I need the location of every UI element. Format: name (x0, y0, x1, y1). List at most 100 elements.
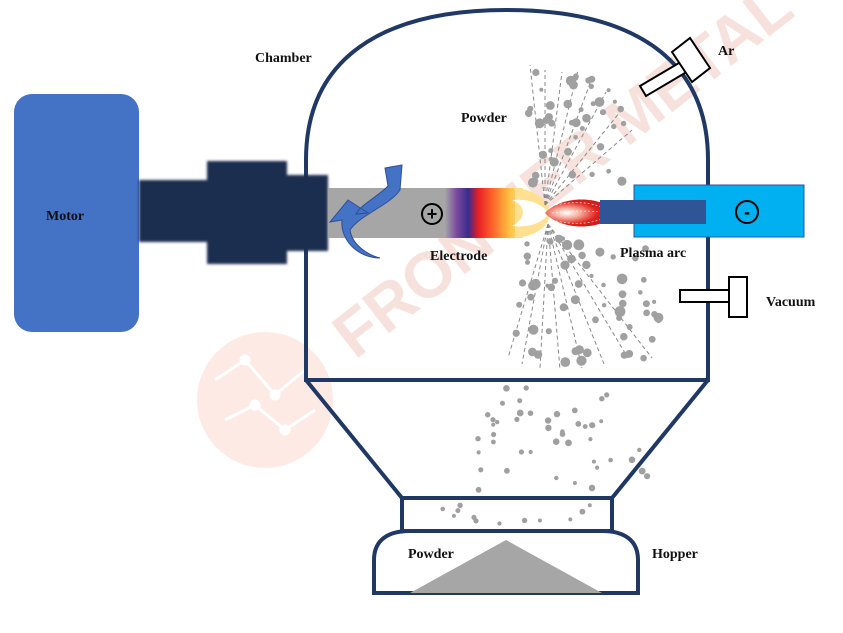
powder-particle (595, 465, 600, 470)
powder-particle (547, 238, 554, 245)
powder-particle (528, 449, 533, 455)
powder-particle (524, 241, 530, 247)
electrode-arc-cavity (512, 199, 548, 227)
powder-particle (531, 171, 540, 180)
powder-particle (545, 283, 550, 288)
spray-line (547, 223, 561, 371)
powder-particle (518, 449, 525, 455)
powder-particle (478, 467, 484, 473)
label-motor: Motor (46, 209, 84, 224)
powder-particle (534, 118, 545, 129)
powder-particle (620, 332, 628, 341)
powder-particle (604, 392, 610, 398)
powder-particle (606, 88, 611, 93)
powder-particle (592, 316, 599, 324)
powder-particle (471, 514, 477, 521)
powder-particle (651, 311, 658, 318)
powder-particle (525, 259, 530, 265)
powder-particle (549, 157, 559, 167)
powder-particle (533, 178, 539, 184)
powder-particle (518, 279, 527, 287)
spray-line (544, 129, 633, 206)
powder-particle (594, 97, 605, 107)
powder-particle (491, 422, 496, 427)
powder-particle (532, 68, 540, 77)
powder-particle (578, 107, 584, 113)
powder-particle (560, 357, 571, 367)
powder-particle (565, 439, 572, 447)
powder-particle (643, 309, 650, 317)
powder-particle (490, 417, 496, 423)
powder-particle (560, 236, 566, 241)
powder-particle (524, 109, 533, 117)
powder-particle (571, 118, 581, 128)
powder-particle (570, 295, 580, 305)
powder-particle (642, 300, 650, 308)
powder-particle (551, 277, 559, 284)
powder-particle (537, 518, 542, 523)
powder-particle (497, 521, 502, 526)
cathode-rod (600, 200, 706, 224)
spray-line (547, 223, 629, 359)
powder-particle (640, 276, 647, 283)
powder-particle (575, 421, 582, 427)
powder-particle (451, 513, 456, 518)
powder-pile (410, 540, 602, 593)
powder-particle (610, 254, 616, 260)
powder-particle (514, 416, 520, 422)
powder-particle (503, 385, 510, 392)
powder-particle (485, 412, 491, 418)
anode-symbol-icon (421, 203, 443, 225)
powder-particle (591, 459, 596, 464)
powder-particle (619, 299, 627, 308)
powder-particle (440, 506, 446, 512)
powder-particle (574, 280, 583, 288)
powder-particle (582, 113, 591, 123)
powder-particle (578, 251, 586, 260)
powder-particles (440, 68, 664, 526)
powder-particle (595, 247, 605, 257)
powder-particle (590, 101, 596, 107)
powder-particle (548, 119, 556, 127)
powder-particle (656, 318, 662, 324)
powder-particle (579, 508, 586, 515)
powder-particle (617, 176, 627, 186)
powder-particle (523, 385, 529, 391)
spray-line (544, 69, 579, 206)
chamber-vessel (304, 7, 710, 382)
cathode-symbol-icon (735, 200, 759, 224)
spray-line (544, 91, 607, 206)
powder-particle (571, 347, 580, 356)
powder-particle (555, 234, 564, 243)
spray-line (521, 223, 549, 365)
rotation-arrow-icon (328, 164, 403, 259)
powder-particle (611, 123, 617, 130)
powder-particle (554, 475, 559, 481)
watermark-logo-lines-icon (214, 354, 316, 436)
powder-particle (516, 409, 524, 417)
powder-particle (521, 517, 528, 524)
powder-particle (572, 74, 579, 81)
powder-particle (527, 293, 535, 301)
motor-block (14, 94, 139, 332)
powder-particle (638, 290, 643, 295)
powder-particle (491, 431, 497, 438)
label-powder-bottom: Powder (408, 547, 454, 562)
powder-particle (640, 354, 647, 362)
powder-particle (475, 436, 481, 442)
powder-particle (573, 239, 585, 251)
label-chamber: Chamber (255, 51, 312, 66)
powder-particle (568, 170, 577, 179)
powder-particle (457, 502, 463, 508)
powder-particle (548, 148, 554, 154)
powder-particle (601, 303, 607, 308)
powder-particle (504, 467, 510, 474)
powder-particle (582, 260, 591, 270)
powder-particle (500, 400, 505, 406)
powder-particle (620, 120, 627, 127)
powder-particle (573, 135, 578, 140)
powder-particle (637, 447, 642, 453)
spray-line (529, 64, 546, 206)
powder-particle (599, 109, 607, 116)
